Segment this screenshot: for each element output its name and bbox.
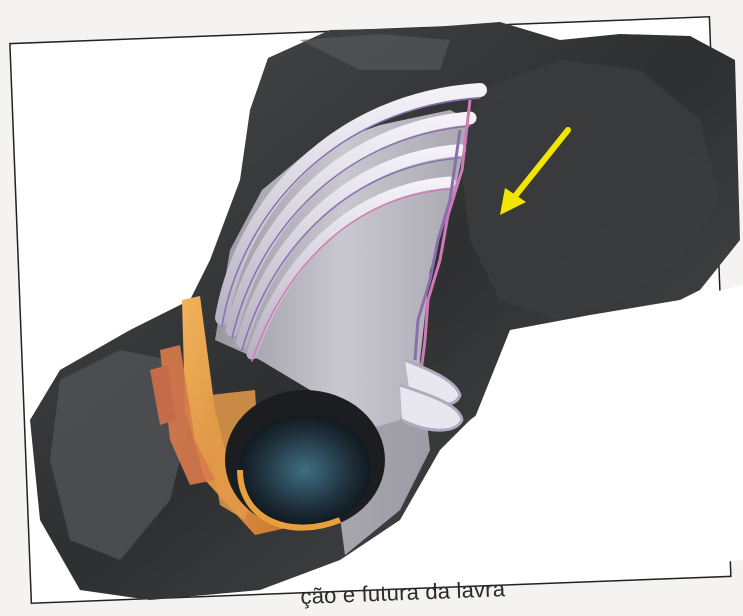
pit [225,390,385,530]
